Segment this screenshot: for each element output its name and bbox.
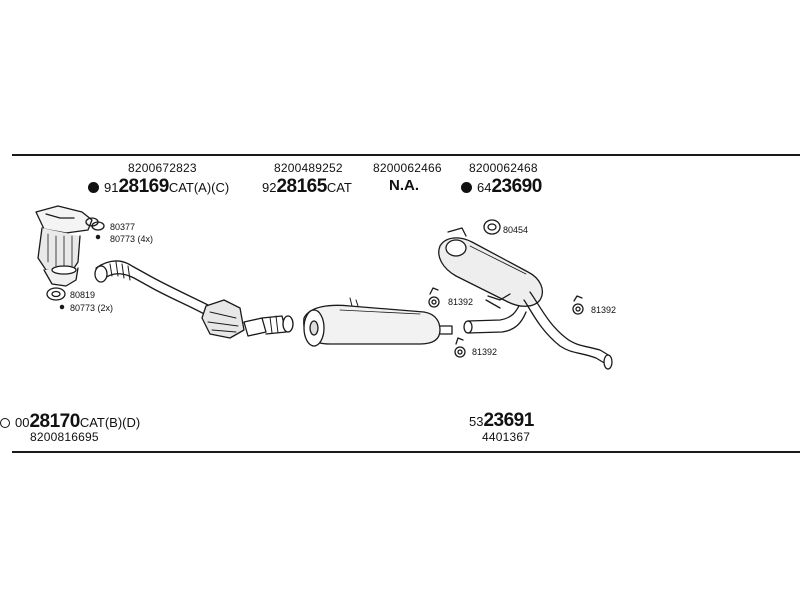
filled-circle-icon	[461, 182, 472, 193]
part-prefix: 91	[104, 180, 119, 195]
connecting-pipe-drawing	[463, 303, 527, 334]
gasket-icon	[46, 221, 105, 310]
callout-nut-label: 80773 (2x)	[70, 303, 114, 313]
part-prefix: 53	[469, 414, 484, 429]
part-suffix: CAT(A)(C)	[168, 180, 230, 195]
gasket-icon	[483, 219, 501, 235]
part-prefix: 92	[262, 180, 277, 195]
front-pipe-drawing	[94, 260, 211, 317]
part-code-centre-silencer: 53 23691	[469, 410, 534, 432]
top-divider-line	[12, 154, 800, 156]
part-prefix: 64	[477, 180, 492, 195]
open-circle-icon	[0, 418, 10, 428]
part-suffix: CAT(B)(D)	[79, 415, 141, 430]
manifold-catalyst-drawing	[35, 205, 99, 287]
callout-gasket-label: 80819	[70, 290, 96, 300]
oe-number-label: 8200062468	[469, 161, 538, 175]
intermediate-catalyst-drawing	[201, 299, 294, 339]
part-suffix: CAT	[326, 180, 352, 195]
callout-gasket-label: 80454	[503, 225, 529, 235]
filled-circle-icon	[88, 182, 99, 193]
callout-clamp-label: 81392	[591, 305, 617, 315]
part-number: 28170	[29, 411, 80, 432]
centre-silencer-drawing	[303, 297, 453, 347]
oe-number-label: 8200816695	[30, 430, 99, 444]
part-number: 28165	[276, 176, 327, 197]
callout-clamp-label: 81392	[448, 297, 474, 307]
callout-clamp-label: 81392	[472, 347, 498, 357]
part-code-rear-silencer: 64 23690	[461, 176, 542, 198]
part-number: 23690	[491, 176, 542, 197]
oe-number-label: 8200489252	[274, 161, 343, 175]
bottom-divider-line	[12, 451, 800, 453]
part-prefix: 00	[15, 415, 30, 430]
part-code-catalyst-mid: 92 28165 CAT	[262, 176, 352, 198]
oe-number-label: 8200672823	[128, 161, 197, 175]
part-number: 28169	[118, 176, 169, 197]
oe-number-label: 4401367	[482, 430, 531, 444]
part-code-catalyst-front: 91 28169 CAT(A)(C)	[88, 176, 229, 198]
rear-silencer-drawing	[438, 227, 613, 370]
not-available-label: N.A.	[389, 177, 419, 194]
callout-gasket-label: 80377	[110, 222, 136, 232]
callout-nut-label: 80773 (4x)	[110, 234, 154, 244]
oe-number-label: 8200062466	[373, 161, 442, 175]
part-number: 23691	[483, 410, 534, 431]
clamp-icon	[428, 287, 584, 358]
part-code-manifold-catalyst: 00 28170 CAT(B)(D)	[0, 411, 140, 433]
